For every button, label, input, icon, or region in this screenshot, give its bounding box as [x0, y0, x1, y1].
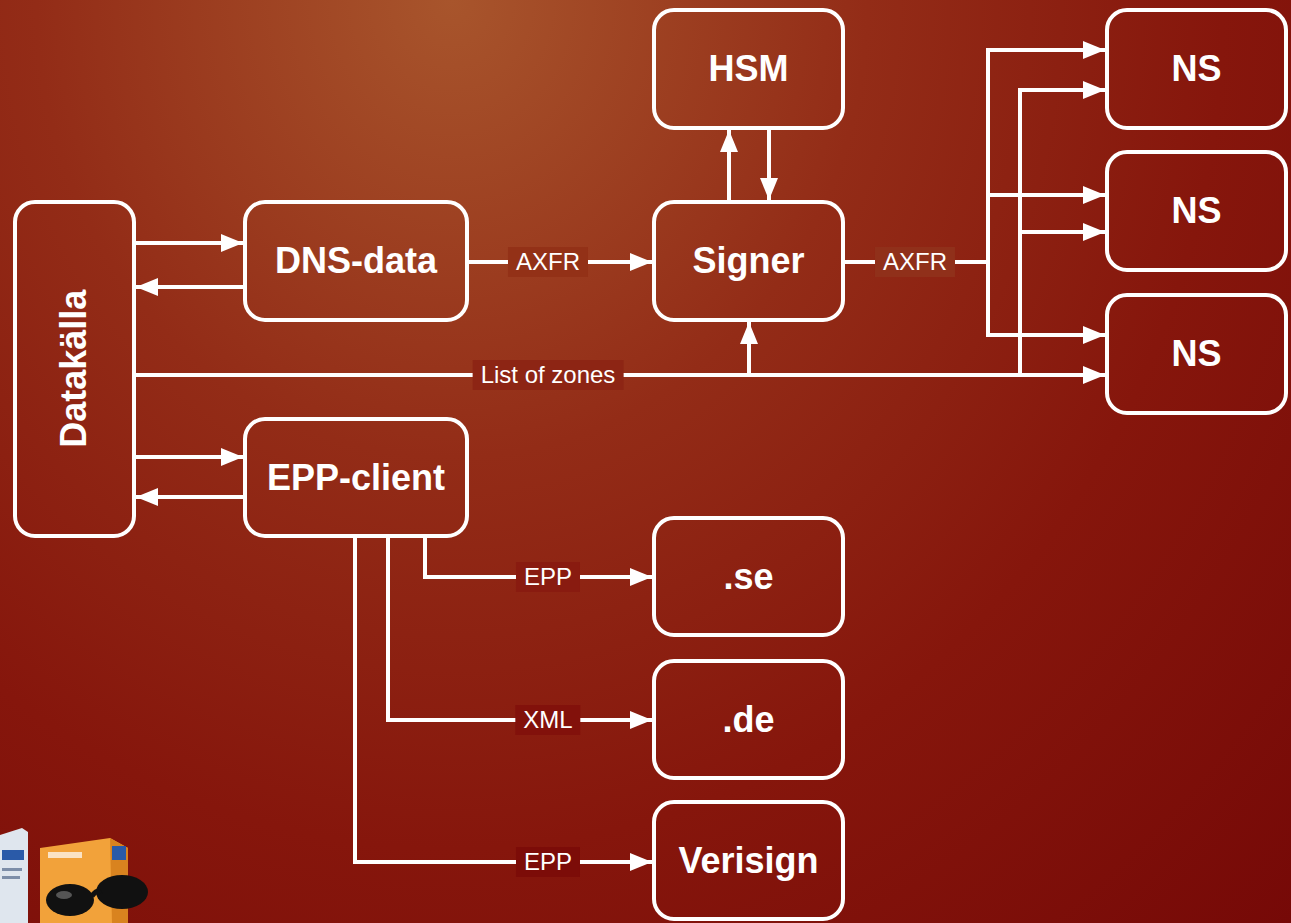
- connector-arrow: [136, 241, 243, 245]
- connector-arrow: [388, 538, 652, 720]
- box-label: EPP-client: [267, 458, 445, 498]
- edge-label: List of zones: [473, 360, 624, 390]
- connector-arrow: [136, 455, 243, 459]
- process-box: NS: [1105, 8, 1288, 130]
- box-label: .se: [723, 557, 773, 597]
- process-box: HSM: [652, 8, 845, 130]
- box-label: .de: [722, 700, 774, 740]
- process-box: .de: [652, 659, 845, 780]
- connector-arrow: [136, 322, 749, 375]
- box-label: Verisign: [678, 841, 818, 881]
- connector-arrow: [136, 285, 243, 289]
- software-box-icon: [40, 838, 148, 923]
- edge-label: EPP: [516, 847, 580, 877]
- process-box: Signer: [652, 200, 845, 322]
- process-box: DNS-data: [243, 200, 469, 322]
- connector-arrow: [727, 130, 731, 200]
- box-label: NS: [1171, 49, 1221, 89]
- connector-arrow: [136, 495, 243, 499]
- connector-arrow: [136, 232, 1105, 375]
- box-label: Datakälla: [55, 290, 95, 448]
- box-label: HSM: [709, 49, 789, 89]
- edge-label: AXFR: [508, 247, 588, 277]
- box-label: Signer: [692, 241, 804, 281]
- edge-label: EPP: [516, 562, 580, 592]
- process-box: EPP-client: [243, 417, 469, 538]
- connector-arrow: [136, 90, 1105, 375]
- box-label: DNS-data: [275, 241, 437, 281]
- process-box: .se: [652, 516, 845, 637]
- process-box: NS: [1105, 150, 1288, 272]
- box-label: NS: [1171, 191, 1221, 231]
- software-box-icon: [0, 828, 28, 923]
- process-box: NS: [1105, 293, 1288, 415]
- connector-arrow: [355, 538, 652, 862]
- process-box: Verisign: [652, 800, 845, 921]
- edge-label: AXFR: [875, 247, 955, 277]
- box-label: NS: [1171, 334, 1221, 374]
- edge-label: XML: [515, 705, 580, 735]
- source-box: Datakälla: [13, 200, 136, 538]
- connector-arrow: [767, 130, 771, 200]
